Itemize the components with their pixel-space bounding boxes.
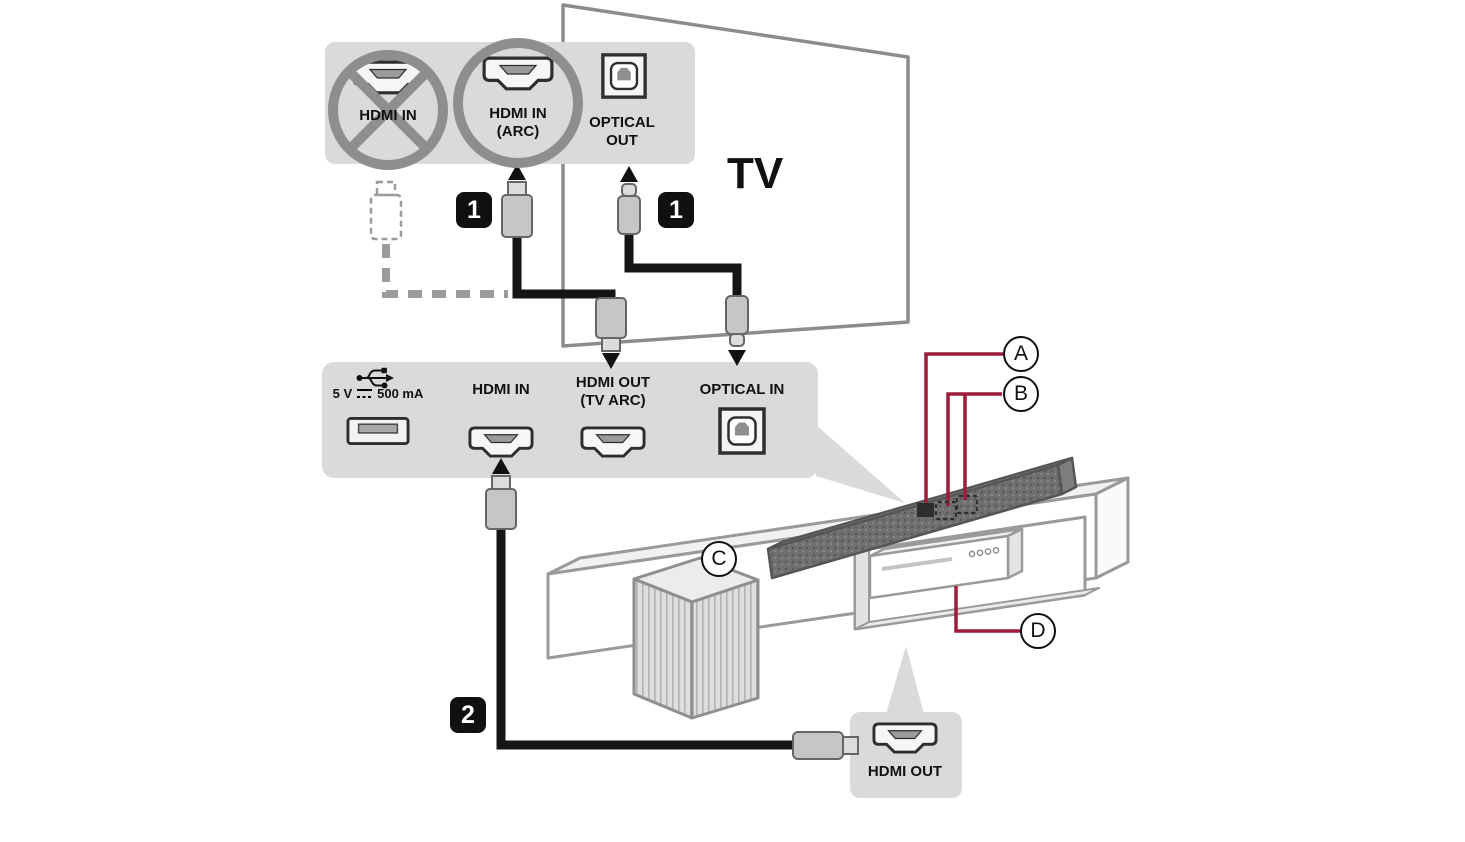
down-arrow-icon — [728, 350, 746, 366]
optical-port-icon — [601, 53, 647, 99]
hdmi-plug-device — [792, 731, 859, 760]
hdmi-plug-tv-arc — [501, 164, 533, 238]
dc-symbol-icon — [357, 389, 373, 399]
soundbar-hdmi-out-label-line2: (TV ARC) — [580, 391, 646, 409]
panel-pointer — [886, 646, 924, 714]
tv-optical-out-label: OPTICAL OUT — [572, 114, 672, 149]
optical-port-icon — [718, 407, 766, 455]
optical-plug-tv — [617, 166, 641, 235]
hdmi-plug-soundbar-in — [485, 458, 517, 530]
optical-cable-1 — [624, 230, 742, 296]
callout-line-b — [946, 392, 1002, 506]
step-1-badge-optical: 1 — [658, 192, 694, 228]
dashed-wrong-path — [382, 244, 508, 298]
callout-b-targets — [934, 494, 979, 521]
optical-plug-soundbar — [725, 295, 749, 366]
step-1-badge-hdmi: 1 — [456, 192, 492, 228]
tv-hdmi-in-arc-label-line2: (ARC) — [496, 122, 540, 140]
usb-power-rating: 5 V 500 mA — [318, 386, 438, 402]
prohibition-icon — [328, 50, 448, 170]
up-arrow-icon — [508, 164, 526, 180]
tv-hdmi-in-arc-label: HDMI IN (ARC) — [458, 105, 578, 140]
soundbar-hdmi-out-label-line1: HDMI OUT — [575, 374, 651, 391]
hdmi-cable-2 — [496, 527, 796, 750]
subwoofer — [632, 556, 760, 720]
soundbar-hdmi-out-label: HDMI OUT (TV ARC) — [553, 374, 673, 409]
hdmi-plug-soundbar-out — [595, 297, 627, 369]
usb-symbol-icon — [356, 367, 394, 389]
tv-optical-out-label-line2: OUT — [606, 131, 638, 149]
callout-lines — [924, 352, 1020, 633]
usb-power-rating-right: 500 mA — [377, 386, 424, 401]
soundbar-optical-in-label: OPTICAL IN — [699, 381, 785, 398]
step-2-badge: 2 — [450, 697, 486, 733]
callout-c-badge: C — [701, 541, 737, 577]
callout-line-a — [924, 352, 1003, 505]
dashed-hdmi-plug — [369, 180, 403, 241]
playback-device — [868, 527, 1024, 600]
tv-label: TV — [727, 149, 784, 198]
up-arrow-icon — [492, 458, 510, 474]
callout-a-badge: A — [1003, 336, 1039, 372]
usb-power-rating-left: 5 V — [332, 386, 353, 401]
up-arrow-icon — [620, 166, 638, 182]
usb-port-icon — [346, 416, 410, 446]
device-hdmi-out-label: HDMI OUT — [867, 763, 943, 780]
soundbar-ports-panel — [322, 362, 905, 503]
callout-line-d — [954, 586, 1020, 633]
arc-highlight-circle — [453, 38, 583, 168]
device-buttons — [968, 547, 1000, 558]
panel-pointer — [816, 425, 905, 503]
callout-b-badge: B — [1003, 376, 1039, 412]
callout-d-badge: D — [1020, 613, 1056, 649]
tv-hdmi-in-label: HDMI IN — [359, 107, 417, 124]
down-arrow-icon — [602, 353, 620, 369]
soundbar-hdmi-in-label: HDMI IN — [472, 381, 530, 398]
tv-hdmi-in-arc-label-line1: HDMI IN — [489, 105, 547, 122]
callout-a-target — [917, 503, 934, 517]
tv-optical-out-label-line1: OPTICAL — [589, 114, 655, 131]
